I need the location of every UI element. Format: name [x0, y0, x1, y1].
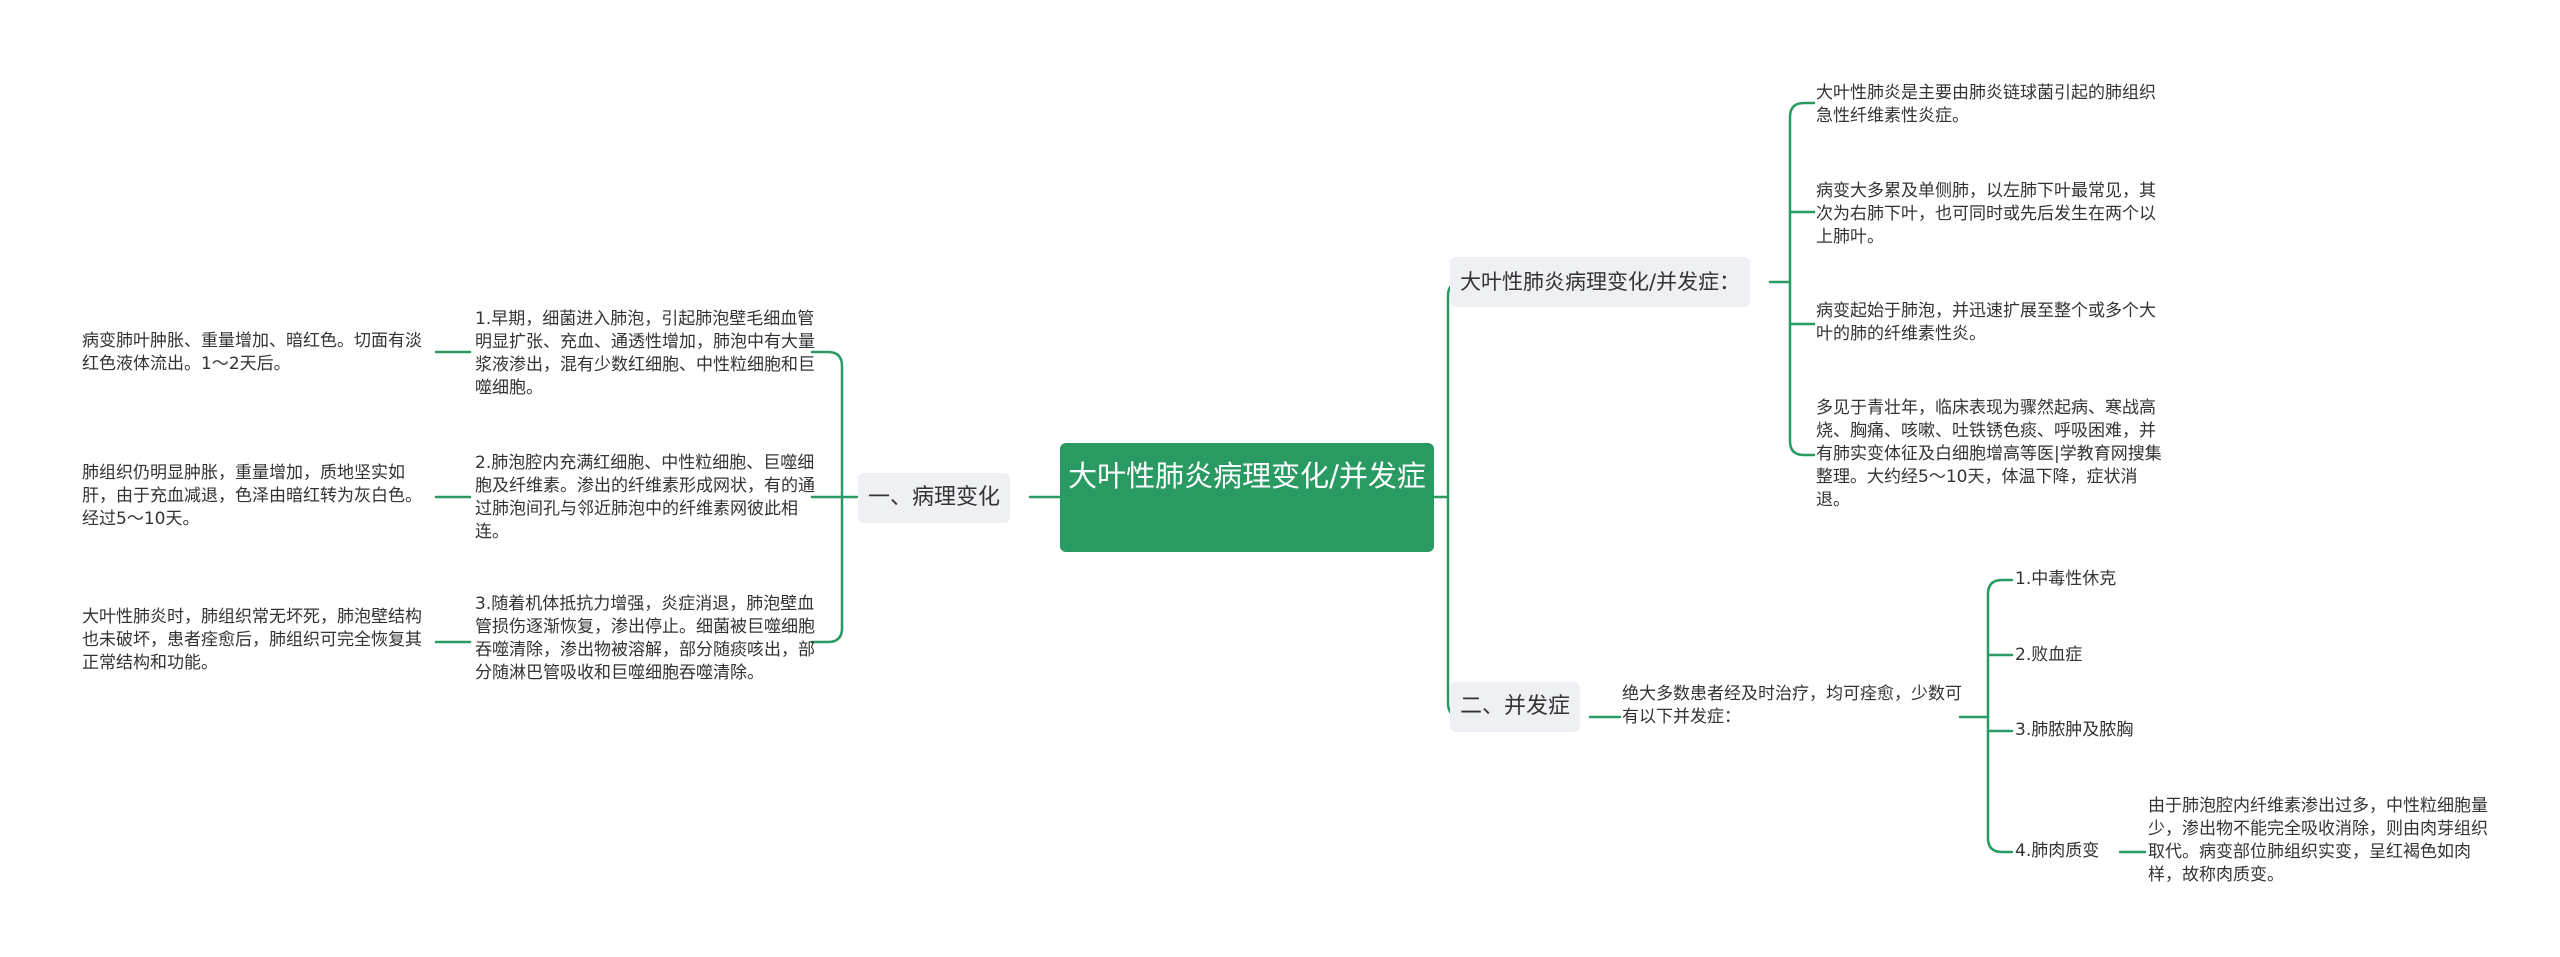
overview-item-2[interactable]: 病变大多累及单侧肺，以左肺下叶最常见，其次为右肺下叶，也可同时或先后发生在两个以… — [1816, 181, 2156, 247]
complication-abscess[interactable]: 3.肺脓肿及脓胸 — [2015, 720, 2134, 740]
connector-left-bracket — [810, 350, 859, 644]
carnification-detail[interactable]: 由于肺泡腔内纤维素渗出过多，中性粒细胞量少，渗出物不能完全吸收消除，则由肉芽组织… — [2148, 796, 2488, 885]
connector-right-2-bracket — [1958, 578, 2014, 854]
stage-3-text[interactable]: 3.随着机体抵抗力增强，炎症消退，肺泡壁血管损伤逐渐恢复，渗出停止。细菌被巨噬细… — [475, 594, 815, 683]
branch-complications[interactable]: 二、并发症 — [1450, 682, 1581, 732]
root-topic[interactable]: 大叶性肺炎病理变化/并发症 — [1060, 443, 1434, 552]
complication-carnification[interactable]: 4.肺肉质变 — [2015, 841, 2100, 861]
stage-1-detail[interactable]: 病变肺叶肿胀、重量增加、暗红色。切面有淡红色液体流出。1～2天后。 — [82, 331, 422, 374]
complication-sepsis[interactable]: 2.败血症 — [2015, 645, 2083, 665]
stage-1-text[interactable]: 1.早期，细菌进入肺泡，引起肺泡壁毛细血管明显扩张、充血、通透性增加，肺泡中有大… — [475, 309, 815, 398]
overview-item-1[interactable]: 大叶性肺炎是主要由肺炎链球菌引起的肺组织急性纤维素性炎症。 — [1816, 83, 2156, 126]
branch-pathology[interactable]: 一、病理变化 — [858, 473, 1011, 523]
overview-item-4[interactable]: 多见于青壮年，临床表现为骤然起病、寒战高烧、胸痛、咳嗽、吐铁锈色痰、呼吸困难，并… — [1816, 398, 2162, 510]
branch-overview[interactable]: 大叶性肺炎病理变化/并发症： — [1450, 257, 1751, 307]
complication-toxic-shock[interactable]: 1.中毒性休克 — [2015, 569, 2117, 589]
connector-root-right — [1432, 280, 1480, 719]
complications-intro[interactable]: 绝大多数患者经及时治疗，均可痊愈，少数可有以下并发症： — [1622, 684, 1962, 727]
stage-3-detail[interactable]: 大叶性肺炎时，肺组织常无坏死，肺泡壁结构也未破坏，患者痊愈后，肺组织可完全恢复其… — [82, 607, 422, 673]
overview-item-3[interactable]: 病变起始于肺泡，并迅速扩展至整个或多个大叶的肺的纤维素性炎。 — [1816, 301, 2156, 344]
stage-2-detail[interactable]: 肺组织仍明显肿胀，重量增加，质地坚实如肝，由于充血减退，色泽由暗红转为灰白色。经… — [82, 463, 422, 529]
stage-2-text[interactable]: 2.肺泡腔内充满红细胞、中性粒细胞、巨噬细胞及纤维素。渗出的纤维素形成网状，有的… — [475, 453, 815, 542]
connector-right-1-bracket — [1768, 101, 1816, 457]
